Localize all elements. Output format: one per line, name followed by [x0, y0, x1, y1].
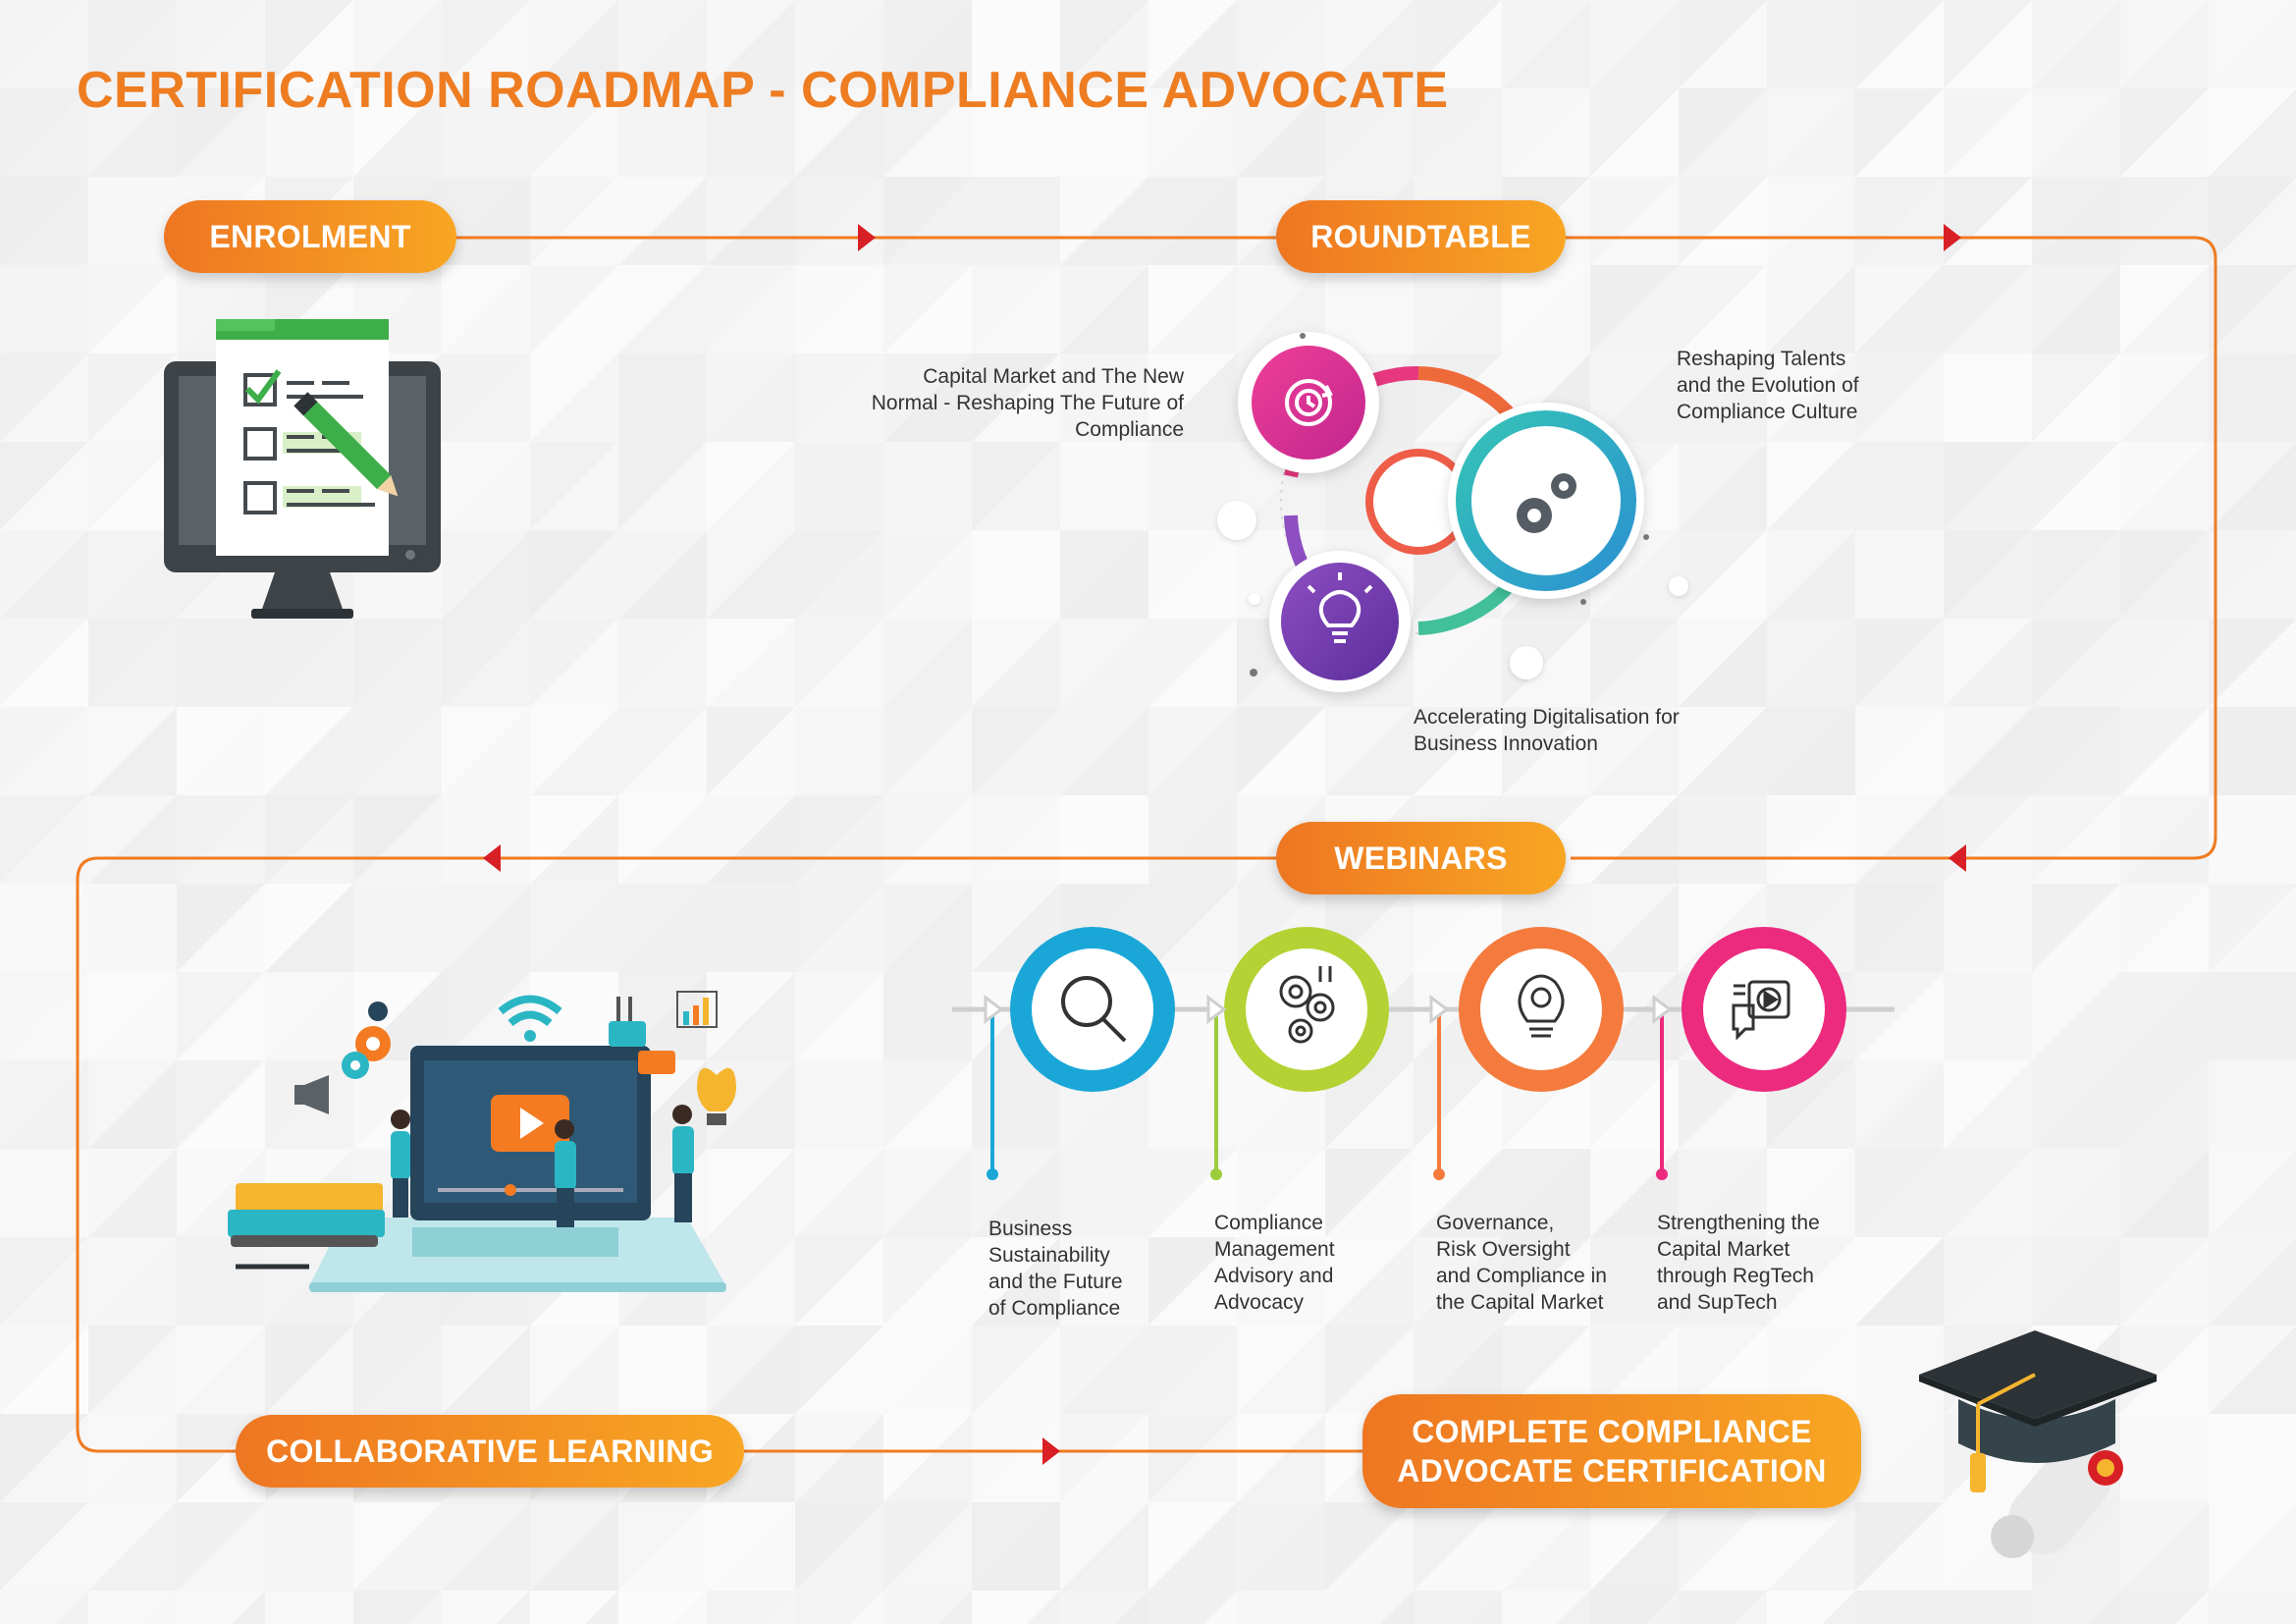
- webinar-node-1: [987, 927, 1175, 1180]
- arrow-right-2: [1944, 224, 1961, 251]
- arrow-left-1: [1949, 844, 1966, 872]
- gears-arrows-icon: [1279, 966, 1335, 1044]
- refresh-clock-icon: [1285, 379, 1333, 426]
- connector-webinars-collaborative: [76, 856, 1276, 1453]
- magnifier-icon: [1061, 976, 1127, 1043]
- lightbulb-icon: [1307, 572, 1373, 643]
- step-roundtable-pill: ROUNDTABLE: [1276, 200, 1566, 273]
- webinar-topic-1: Business Sustainability and the Future o…: [988, 1218, 1123, 1320]
- page-title: CERTIFICATION ROADMAP - COMPLIANCE ADVOC…: [77, 62, 1449, 119]
- gears-icon: [1517, 473, 1576, 533]
- webinar-node-3: [1433, 927, 1624, 1180]
- step-collaborative-pill: COLLABORATIVE LEARNING: [236, 1415, 744, 1488]
- roundtable-topic-2: Reshaping Talents and the Evolution of C…: [1677, 348, 1859, 423]
- step-complete-pill: COMPLETE COMPLIANCE ADVOCATE CERTIFICATI…: [1362, 1394, 1861, 1508]
- step-complete-line-2: ADVOCATE CERTIFICATION: [1397, 1453, 1827, 1489]
- webinar-node-4: [1656, 927, 1846, 1180]
- step-webinars-label: WEBINARS: [1334, 839, 1508, 876]
- arrow-right-3: [1042, 1437, 1060, 1465]
- roundtable-topic-3: Accelerating Digitalisation for Business…: [1414, 706, 1680, 755]
- step-enrolment-label: ENROLMENT: [209, 218, 411, 254]
- online-learning-laptop-icon: [228, 991, 736, 1292]
- connector-roundtable-webinars: [1566, 236, 2217, 860]
- step-roundtable-label: ROUNDTABLE: [1310, 218, 1531, 254]
- webinar-topic-3: Governance, Risk Oversight and Complianc…: [1436, 1212, 1607, 1314]
- webinar-node-2: [1210, 927, 1389, 1180]
- webinar-topic-2: Compliance Management Advisory and Advoc…: [1214, 1212, 1335, 1314]
- roundtable-cluster: [1217, 332, 1688, 692]
- roundtable-topic-1: Capital Market and The New Normal - Resh…: [871, 365, 1184, 441]
- webinars-timeline: [952, 927, 1895, 1180]
- step-collaborative-label: COLLABORATIVE LEARNING: [266, 1433, 714, 1469]
- webinar-topic-4: Strengthening the Capital Market through…: [1657, 1212, 1820, 1314]
- video-chat-icon: [1732, 980, 1790, 1041]
- arrow-left-2: [483, 844, 501, 872]
- graduation-cap-diploma-icon: [1919, 1330, 2157, 1558]
- step-complete-line-1: COMPLETE COMPLIANCE: [1412, 1414, 1812, 1449]
- arrow-right-1: [858, 224, 876, 251]
- bulb-gear-icon: [1518, 974, 1565, 1038]
- step-enrolment-pill: ENROLMENT: [164, 200, 456, 273]
- computer-checklist-icon: [164, 319, 441, 619]
- step-webinars-pill: WEBINARS: [1276, 822, 1566, 894]
